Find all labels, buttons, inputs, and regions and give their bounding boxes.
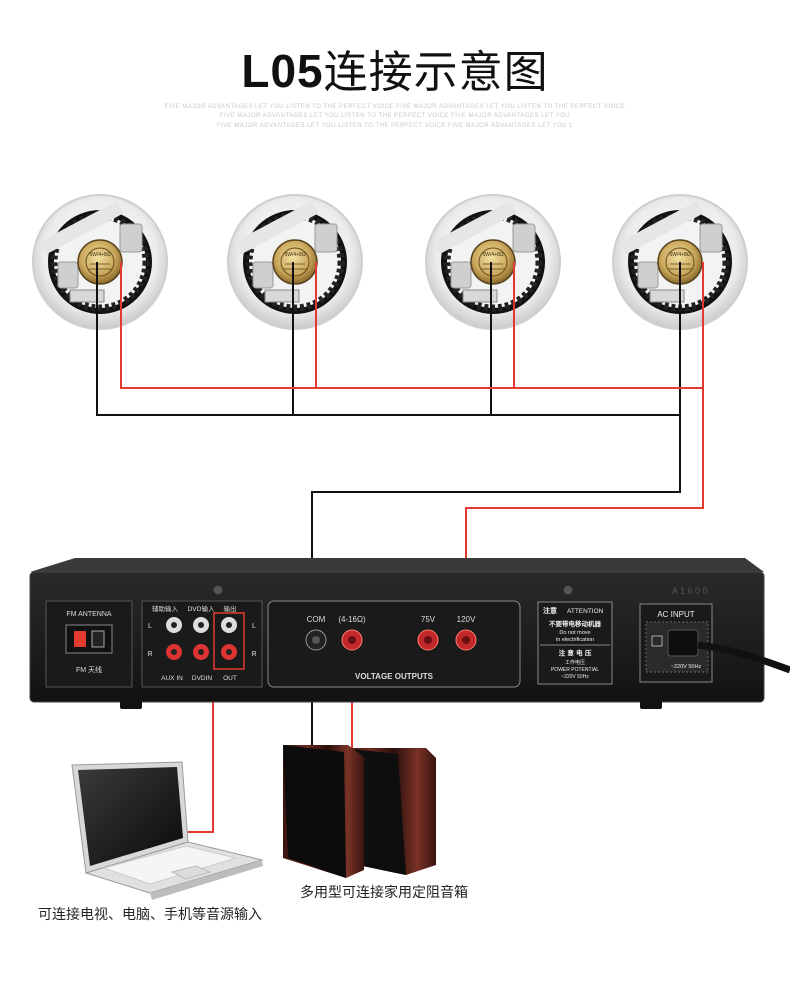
fm-antenna-subtitle: FM 天线 <box>76 665 102 674</box>
terminal-4-16ohm[interactable] <box>341 629 363 651</box>
fm-antenna-title: FM ANTENNA <box>66 611 111 618</box>
speaker-caption: 多用型可连接家用定阻音箱 <box>300 885 468 901</box>
rca-jack-out-r[interactable] <box>221 644 237 660</box>
out-label: OUT <box>223 675 237 682</box>
v120-label: 120V <box>457 615 476 624</box>
attention-warning-en-2: in electrification <box>556 637 594 643</box>
com-label: COM <box>307 615 326 624</box>
amplifier-rear-panel: A 1 6 0 0 FM ANTENNA FM 天线 辅助输入 DVD输入 输出… <box>29 558 790 709</box>
page-title: L05连接示意图 <box>0 36 790 100</box>
out-highlight-box <box>213 612 245 670</box>
power-title: 注 意 电 压 <box>559 648 592 657</box>
terminal-com[interactable] <box>305 629 327 651</box>
power-label-cn: 工作电压 <box>565 659 585 666</box>
speaker-spec-label: 5W/4+8Ω <box>482 252 503 258</box>
rca-jack-dvd-r[interactable] <box>193 644 209 660</box>
power-value: ~220V 50Hz <box>561 674 589 680</box>
attention-section: 注意 ATTENTION 不要带电移动机器 Do not move in ele… <box>537 601 613 685</box>
dvd-in-label-cn: DVD输入 <box>187 604 215 613</box>
rca-jack-out-l[interactable] <box>221 617 237 633</box>
watermark-line-1: FIVE MAJOR ADVANTAGES LET YOU LISTEN TO … <box>164 104 626 110</box>
ceiling-speaker-1: 5W/4+8Ω <box>32 194 168 330</box>
power-cord <box>697 641 790 674</box>
laptop <box>71 761 264 900</box>
rca-left-label: L <box>148 623 152 630</box>
rca-right-label: R <box>147 651 152 658</box>
speaker-spec-label: 5W/4+8Ω <box>669 252 690 258</box>
out-label-cn: 输出 <box>224 604 237 613</box>
title-text: 连接示意图 <box>323 47 549 98</box>
fm-antenna-section: FM ANTENNA FM 天线 <box>45 600 133 688</box>
rca-jack-aux-r[interactable] <box>166 644 182 660</box>
terminal-120v[interactable] <box>455 629 477 651</box>
ceiling-speaker-2: 5W/4+8Ω <box>227 194 363 330</box>
speaker-spec-label: 5W/4+8Ω <box>89 252 110 258</box>
attention-warning-en-1: Do not move <box>559 630 590 636</box>
wiring-red <box>120 262 704 833</box>
bookshelf-speakers <box>283 745 436 878</box>
attention-warning-cn: 不要带电移动机器 <box>549 619 602 628</box>
speaker-spec-label: 5W/4+8Ω <box>284 252 305 258</box>
voltage-outputs-section: COM (4-16Ω) 75V 120V VOLTAGE OUTPUTS <box>267 600 521 688</box>
svg-text:A 1 6 0 0: A 1 6 0 0 <box>672 586 708 596</box>
attention-title-en: ATTENTION <box>567 608 604 615</box>
power-label-en: POWER POTENTIAL <box>551 667 599 673</box>
ceiling-speaker-3: 5W/4+8Ω <box>425 194 561 330</box>
laptop-caption: 可连接电视、电脑、手机等音源输入 <box>38 907 262 923</box>
rca-left-label-out: L <box>252 623 256 630</box>
ohm-label: (4-16Ω) <box>338 615 366 624</box>
voltage-outputs-label: VOLTAGE OUTPUTS <box>355 672 434 681</box>
watermark-line-3: FIVE MAJOR ADVANTAGES LET YOU LISTEN TO … <box>216 123 574 129</box>
v75-label: 75V <box>421 615 436 624</box>
title-model: L05 <box>241 45 324 97</box>
ac-input-title: AC INPUT <box>657 610 694 619</box>
ac-input-value: ~220V 50Hz <box>671 664 702 670</box>
wiring-black <box>96 262 681 800</box>
aux-in-label: AUX IN <box>161 675 183 682</box>
rca-inputs-section: 辅助输入 DVD输入 输出 L R L R AUX IN DVDIN OUT <box>141 600 263 688</box>
rca-right-label-out: R <box>251 651 256 658</box>
rca-jack-dvd-l[interactable] <box>193 617 209 633</box>
watermark-line-2: FIVE MAJOR ADVANTAGES LET YOU LISTEN TO … <box>219 113 571 119</box>
terminal-75v[interactable] <box>417 629 439 651</box>
rca-jack-aux-l[interactable] <box>166 617 182 633</box>
attention-title-cn: 注意 <box>543 606 557 615</box>
ac-input-section: AC INPUT ~220V 50Hz <box>639 603 713 683</box>
aux-in-label-cn: 辅助输入 <box>152 604 179 613</box>
dvd-in-label: DVDIN <box>192 675 213 682</box>
